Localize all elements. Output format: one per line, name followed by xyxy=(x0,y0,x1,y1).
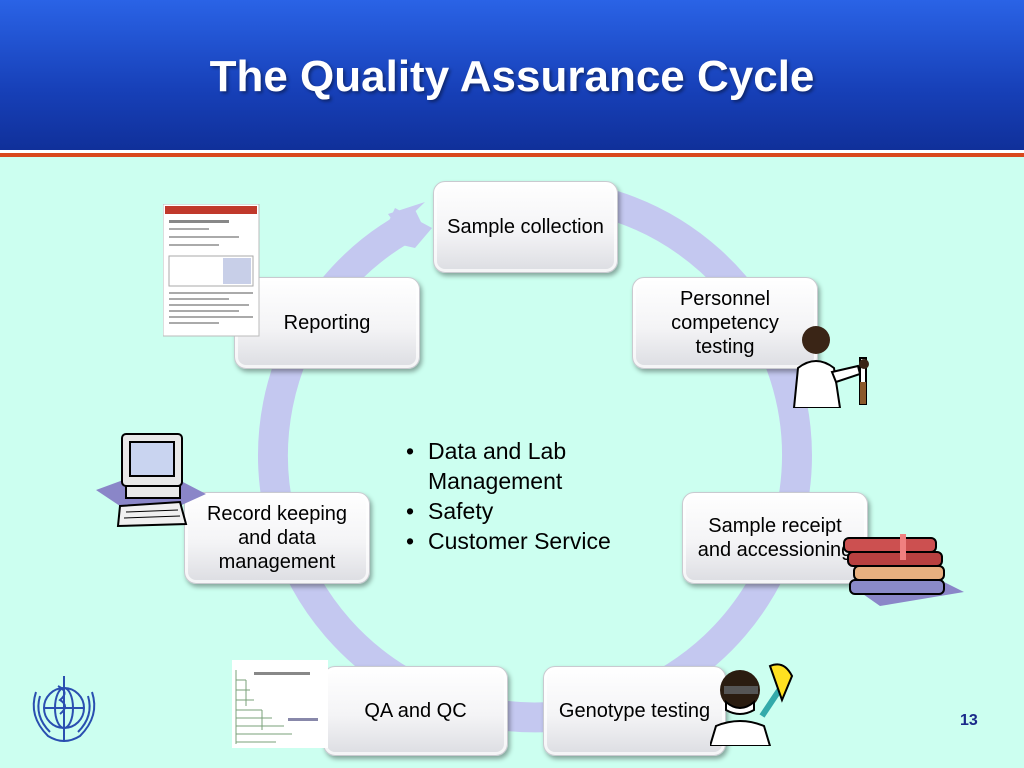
step-qa-qc: QA and QC xyxy=(323,666,508,756)
slide-header xyxy=(0,0,1024,150)
step-genotype-testing: Genotype testing xyxy=(543,666,726,756)
who-logo-icon xyxy=(32,676,96,742)
scientist-icon xyxy=(792,326,869,408)
bullet-item: •Customer Service xyxy=(406,528,611,554)
cycle-arrow-head-tip xyxy=(380,208,432,248)
step-reporting: Reporting xyxy=(234,277,420,369)
step-sample-collection: Sample collection xyxy=(433,181,618,273)
header-divider-red xyxy=(0,153,1024,157)
books-icon xyxy=(843,534,964,606)
step-personnel-competency: Personnel competency testing xyxy=(632,277,818,369)
page-number: 13 xyxy=(960,712,978,729)
slide-title: The Quality Assurance Cycle xyxy=(209,52,815,101)
center-bullet-list: •Data and Lab Management •Safety •Custom… xyxy=(406,436,666,556)
document-report-icon xyxy=(163,204,260,337)
bullet-item: •Safety xyxy=(406,498,494,524)
step-record-keeping: Record keeping and data management xyxy=(184,492,370,584)
tree-chart-icon xyxy=(232,660,328,748)
bullet-item: •Data and Lab Management xyxy=(406,438,567,494)
masked-scientist-icon xyxy=(710,663,794,746)
header-divider-white xyxy=(0,150,1024,153)
computer-icon xyxy=(96,433,206,528)
